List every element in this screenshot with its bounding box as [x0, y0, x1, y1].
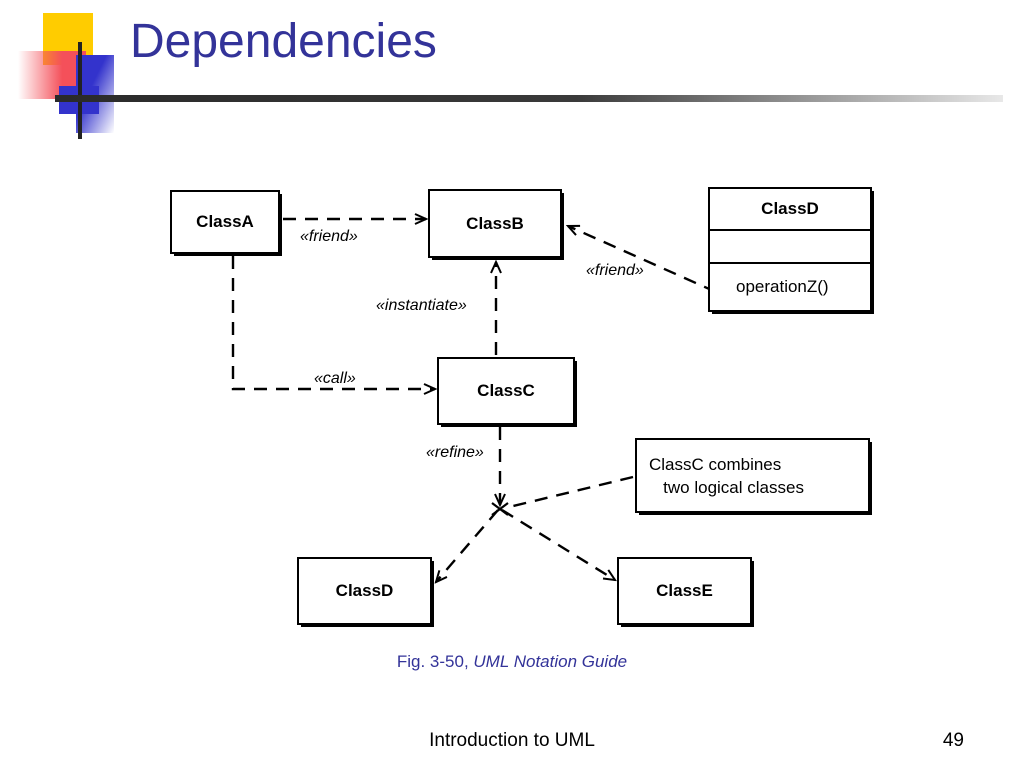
dependency-junction-classe: [501, 508, 615, 580]
stereotype-call: «call»: [314, 370, 356, 387]
dependency-friend-d-b: [568, 224, 717, 294]
class-name-compartment: ClassD: [710, 189, 870, 229]
note-anchor-line: [504, 475, 634, 510]
class-box-classc[interactable]: ClassC: [437, 357, 575, 425]
vertical-rule-icon: [78, 42, 82, 139]
class-operations-compartment: operationZ(): [710, 262, 870, 310]
caption-prefix: Fig. 3-50,: [396, 652, 474, 671]
note-line-1: ClassC combines: [649, 455, 782, 474]
footer-title: Introduction to UML: [429, 730, 595, 751]
stereotype-refine: «refine»: [426, 444, 484, 461]
note-line-2: two logical classes: [649, 478, 804, 497]
header-decoration: [0, 0, 200, 160]
class-box-classb[interactable]: ClassB: [428, 189, 562, 258]
class-box-classa[interactable]: ClassA: [170, 190, 280, 254]
horizontal-rule: [55, 95, 1003, 102]
class-box-classd-top[interactable]: ClassD operationZ(): [708, 187, 872, 312]
class-box-classe[interactable]: ClassE: [617, 557, 752, 625]
class-name: ClassD: [335, 581, 394, 600]
page-title: Dependencies: [130, 15, 437, 68]
class-box-classd-bottom[interactable]: ClassD: [297, 557, 432, 625]
dependency-call-a-c: [231, 256, 435, 389]
stereotype-instantiate: «instantiate»: [376, 297, 467, 314]
class-attributes-compartment: [710, 229, 870, 262]
figure-caption: Fig. 3-50, UML Notation Guide: [0, 652, 1024, 672]
class-name: ClassD: [761, 199, 819, 218]
class-name: ClassE: [656, 581, 713, 600]
dependency-junction-classd: [436, 509, 499, 582]
stereotype-friend-d-b: «friend»: [586, 262, 644, 279]
class-name: ClassA: [196, 212, 254, 231]
class-operation: operationZ(): [736, 277, 829, 296]
note-box[interactable]: ClassC combines two logical classes: [635, 438, 870, 513]
class-name: ClassC: [477, 381, 535, 400]
stereotype-friend-a-b: «friend»: [300, 228, 358, 245]
junction-cross-icon: [491, 502, 509, 516]
footer-page-number: 49: [942, 730, 964, 751]
class-name: ClassB: [466, 213, 524, 233]
caption-source: UML Notation Guide: [473, 652, 628, 671]
